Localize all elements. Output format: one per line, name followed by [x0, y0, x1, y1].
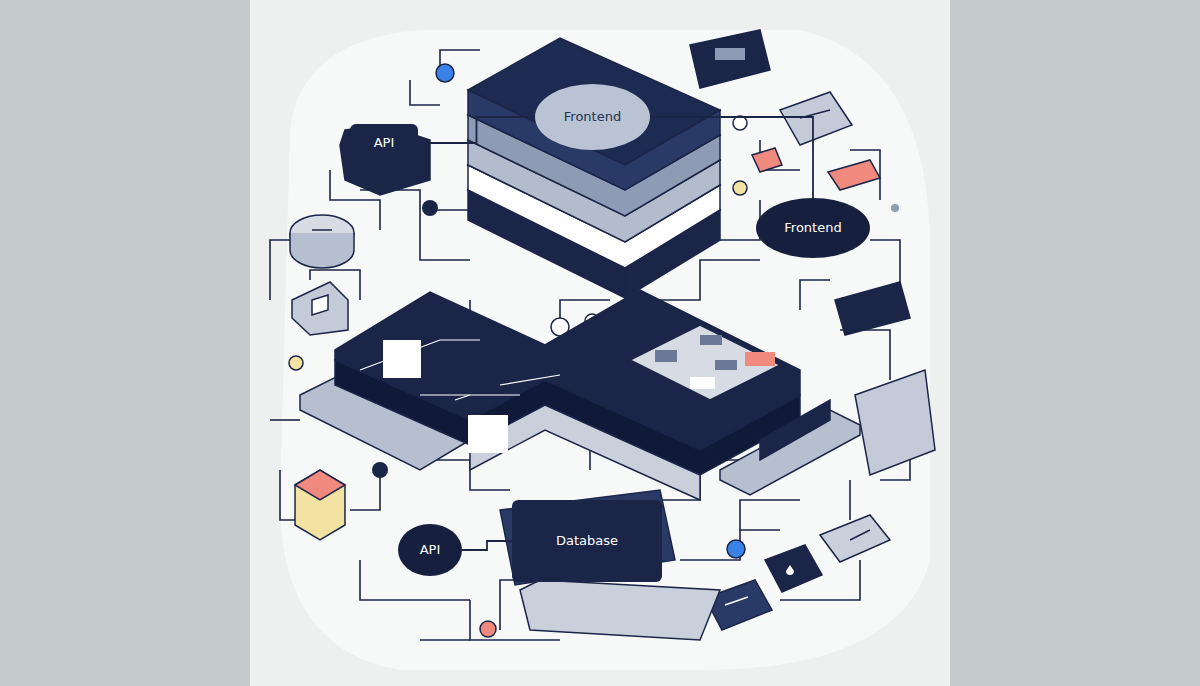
- frontend-cylinder: Frontend: [756, 198, 870, 258]
- layer-stack: [468, 38, 720, 300]
- halo: [280, 30, 930, 670]
- connector-line: [462, 541, 512, 550]
- api-circle: API: [398, 524, 462, 576]
- connector-line: [418, 117, 535, 143]
- side-band: [950, 0, 1200, 686]
- node-label: API: [420, 542, 441, 558]
- side-band: [0, 0, 250, 686]
- central-block: [300, 290, 860, 500]
- node-label: Frontend: [564, 109, 621, 125]
- frontend-oval: Frontend: [535, 84, 650, 150]
- api-block: API: [350, 124, 418, 162]
- node-label: API: [374, 135, 395, 151]
- connector-line: [650, 117, 813, 198]
- canvas: [250, 0, 950, 686]
- node-label: Database: [556, 533, 618, 549]
- database-box: Database: [512, 500, 662, 582]
- node-label: Frontend: [784, 220, 841, 236]
- dots: [289, 64, 899, 637]
- small-parts: [290, 30, 935, 640]
- wires: [270, 50, 910, 640]
